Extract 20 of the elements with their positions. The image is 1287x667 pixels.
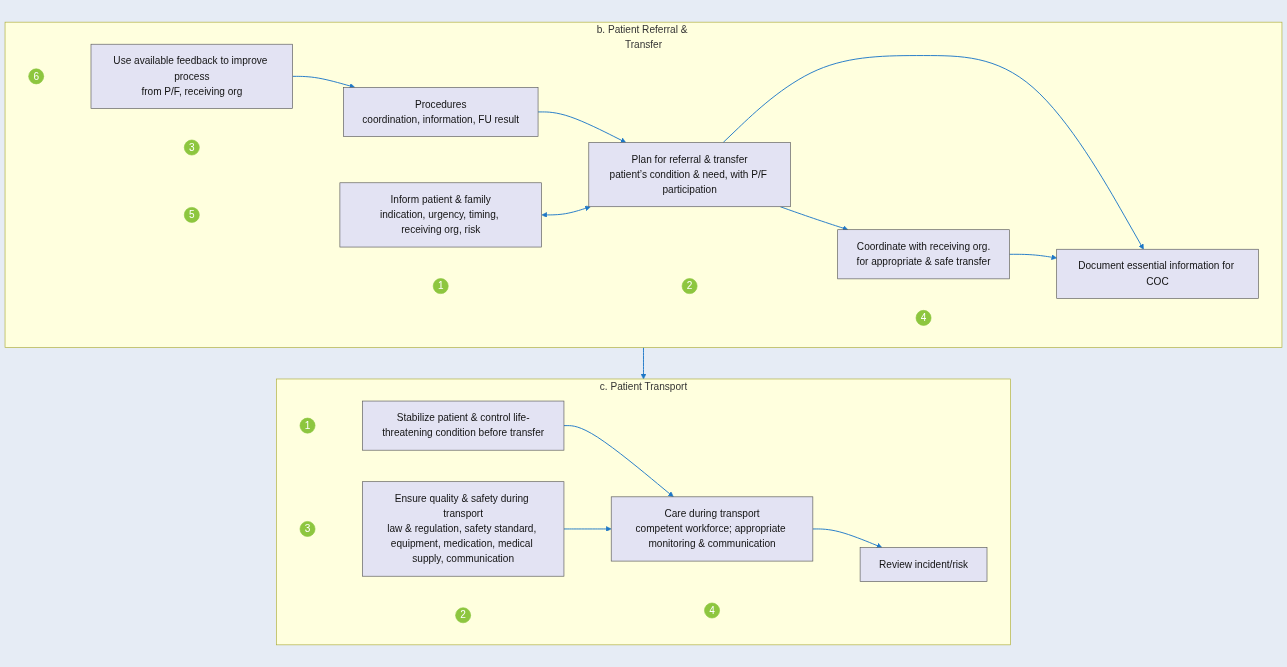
- node-box: Care during transport competent workforce; appropriate monitoring & communication: [610, 496, 814, 562]
- node-box: Procedures coordination, information, FU result: [343, 87, 539, 137]
- node-box: Stabilize patient & control life-threatening condition before transfer: [362, 400, 565, 451]
- node-circle: 4: [915, 310, 932, 326]
- node-circle: 4: [704, 602, 720, 619]
- node-circle: 3: [299, 521, 316, 537]
- node-box: Review incident/risk: [859, 547, 988, 582]
- node-box: Inform patient & family indication, urgency, timing, receiving org, risk: [339, 182, 542, 248]
- node-box: Document essential information for COC: [1056, 248, 1259, 299]
- node-circle: 5: [183, 207, 200, 223]
- node-box: Plan for referral & transfer patient’s condition & need, with P/F participation: [588, 142, 791, 208]
- node-box: Use available feedback to improve process from P/F, receiving org: [90, 43, 293, 109]
- node-circle: 6: [28, 68, 45, 85]
- node-circle: 2: [681, 278, 698, 294]
- node-circle: 3: [183, 139, 200, 156]
- node-circle: 2: [455, 607, 471, 624]
- node-circle: 1: [299, 417, 316, 434]
- node-box: Coordinate with receiving org. for appropriate & safe transfer: [837, 229, 1010, 280]
- node-box: Ensure quality & safety during transport law & regulation, safety standard, equipment, medication, medical supply, communication: [362, 481, 565, 577]
- node-circle: 1: [432, 278, 449, 294]
